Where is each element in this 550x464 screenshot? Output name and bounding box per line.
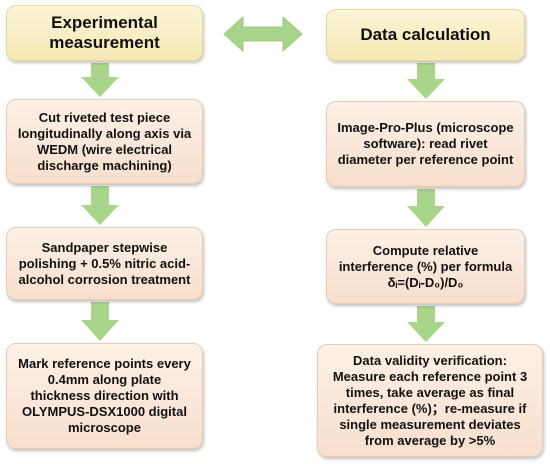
step-cut-test-piece: Cut riveted test piece longitudinally al…: [6, 99, 203, 184]
header-label: Data calculation: [360, 25, 491, 44]
down-arrow-icon: [81, 63, 119, 97]
step-data-validity: Data validity verification: Measure each…: [317, 344, 543, 457]
double-arrow-icon: [223, 15, 303, 53]
down-arrow-icon: [407, 63, 445, 99]
down-arrow-icon: [407, 189, 445, 227]
step-label: Mark reference points every 0.4mm along …: [18, 356, 191, 435]
step-label: Data validity verification: Measure each…: [332, 352, 528, 448]
step-label: Compute relative interference (%) per fo…: [338, 242, 513, 290]
step-mark-reference-points: Mark reference points every 0.4mm along …: [6, 343, 203, 449]
step-compute-interference: Compute relative interference (%) per fo…: [326, 229, 525, 304]
step-image-pro-plus: Image-Pro-Plus (microscope software): re…: [326, 101, 525, 187]
down-arrow-icon: [81, 186, 119, 225]
data-calculation-header: Data calculation: [326, 9, 525, 61]
step-label: Image-Pro-Plus (microscope software): re…: [337, 120, 514, 167]
step-label: Cut riveted test piece longitudinally al…: [17, 109, 192, 173]
experimental-measurement-header: Experimental measurement: [6, 5, 203, 61]
down-arrow-icon: [81, 302, 119, 341]
step-label: Sandpaper stepwise polishing + 0.5% nitr…: [18, 239, 191, 287]
step-polishing-corrosion: Sandpaper stepwise polishing + 0.5% nitr…: [6, 227, 203, 300]
header-label: Experimental measurement: [49, 13, 160, 52]
down-arrow-icon: [407, 306, 445, 342]
